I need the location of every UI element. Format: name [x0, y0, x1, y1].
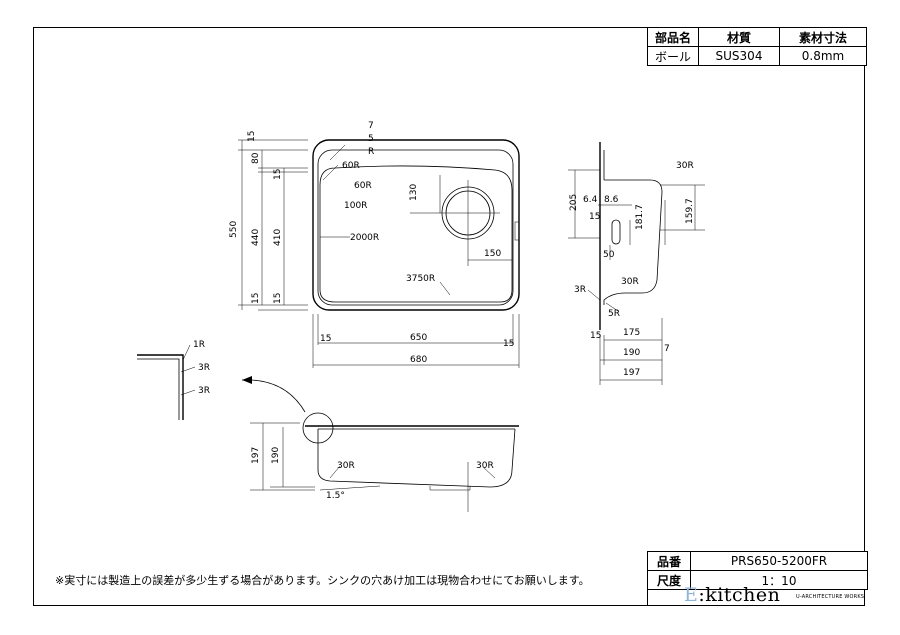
- value-material-size: 0.8mm: [779, 46, 867, 66]
- detail-inner-edge: [137, 358, 180, 420]
- brand-logo: E:kitchen: [684, 584, 781, 606]
- dim-410: 410: [273, 229, 283, 246]
- radius-r: R: [368, 147, 374, 157]
- radius-60r-a: 60R: [342, 161, 360, 171]
- front-bowl: [317, 428, 516, 488]
- front-view: 197 190 30R 30R 1.5°: [250, 412, 519, 512]
- dim-15-right: 15: [503, 339, 514, 349]
- title-block-top: 部品名 材質 素材寸法 ボール SUS304 0.8mm: [647, 27, 867, 66]
- side-radius-30r-mid: 30R: [621, 277, 639, 287]
- sink-bowl: [319, 165, 513, 303]
- value-part-no: PRS650-5200FR: [690, 551, 868, 571]
- side-dim-159-7: 159.7: [685, 198, 695, 224]
- title-block-bottom: 品番 PRS650-5200FR 尺度 1：10: [647, 551, 868, 590]
- radius-100r: 100R: [344, 201, 367, 211]
- side-bowl-profile: [603, 179, 663, 305]
- side-view: 30R 205 6.4 8.6 15 181.7 159.7 50 30R 3R…: [568, 142, 705, 385]
- header-material-size: 素材寸法: [779, 27, 867, 47]
- brand-subtitle: U-ARCHITECTURE WORKS: [796, 594, 865, 600]
- header-material: 材質: [698, 27, 780, 47]
- side-dim-50: 50: [603, 250, 615, 260]
- radius-2000r: 2000R: [350, 233, 379, 243]
- dim-650: 650: [410, 333, 427, 343]
- side-dim-15-b: 15: [590, 331, 601, 341]
- side-dim-175: 175: [623, 328, 640, 338]
- value-scale: 1：10: [690, 570, 868, 590]
- front-slope: 1.5°: [326, 491, 345, 501]
- dim-15-bot-b: 15: [273, 293, 283, 304]
- dim-15-top: 15: [247, 131, 257, 142]
- front-dim-190: 190: [271, 447, 281, 464]
- plan-view: 15 80 15 550 440 410 15 15 130 150 15 65…: [229, 121, 520, 368]
- side-dim-6-4: 6.4: [583, 195, 598, 205]
- side-dim-197: 197: [623, 368, 640, 378]
- value-part-name: ボール: [647, 46, 699, 66]
- brand-logo-row: E:kitchen U-ARCHITECTURE WORKS: [647, 584, 865, 606]
- drawing-frame: [33, 27, 865, 606]
- detail-radius-1r: 1R: [193, 340, 205, 350]
- side-dim-190: 190: [623, 348, 640, 358]
- dim-15-b: 15: [273, 169, 283, 180]
- dim-130: 130: [409, 184, 419, 201]
- header-part-name: 部品名: [647, 27, 699, 47]
- detail-radius-3r-a: 3R: [198, 363, 210, 373]
- detail-outer-edge: [137, 354, 184, 420]
- radius-3750r: 3750R: [406, 274, 435, 284]
- overflow-slot: [611, 219, 621, 245]
- side-dim-8-6: 8.6: [604, 195, 619, 205]
- side-dim-181-7: 181.7: [635, 204, 645, 230]
- dim-680: 680: [410, 355, 427, 365]
- side-radius-30r-top: 30R: [676, 161, 694, 171]
- dim-15-left: 15: [320, 334, 331, 344]
- value-material: SUS304: [698, 46, 780, 66]
- radius-7: 7: [368, 121, 374, 131]
- front-radius-30r-b: 30R: [476, 461, 494, 471]
- dim-440: 440: [251, 229, 261, 246]
- detail-radius-3r-b: 3R: [198, 386, 210, 396]
- dim-550: 550: [229, 221, 239, 238]
- sink-inner-rim: [317, 149, 514, 306]
- side-dim-15: 15: [589, 212, 600, 222]
- radius-5: 5: [368, 134, 374, 144]
- side-radius-5r: 5R: [608, 309, 620, 319]
- front-dim-197: 197: [251, 447, 261, 464]
- side-dim-205: 205: [569, 194, 579, 211]
- radius-60r-b: 60R: [354, 181, 372, 191]
- label-scale: 尺度: [647, 570, 691, 590]
- rim-detail: 1R 3R 3R: [137, 340, 306, 420]
- side-dim-7: 7: [664, 344, 670, 354]
- dim-150: 150: [484, 249, 501, 259]
- label-part-no: 品番: [647, 551, 691, 571]
- manufacturing-note: ※実寸には製造上の誤差が多少生ずる場合があります。シンクの穴あけ加工は現物合わせ…: [55, 574, 590, 587]
- dim-80: 80: [251, 152, 261, 164]
- front-radius-30r-a: 30R: [337, 461, 355, 471]
- detail-leader-arrow: [241, 379, 306, 413]
- side-radius-3r: 3R: [574, 285, 586, 295]
- dim-15-bot-a: 15: [251, 293, 261, 304]
